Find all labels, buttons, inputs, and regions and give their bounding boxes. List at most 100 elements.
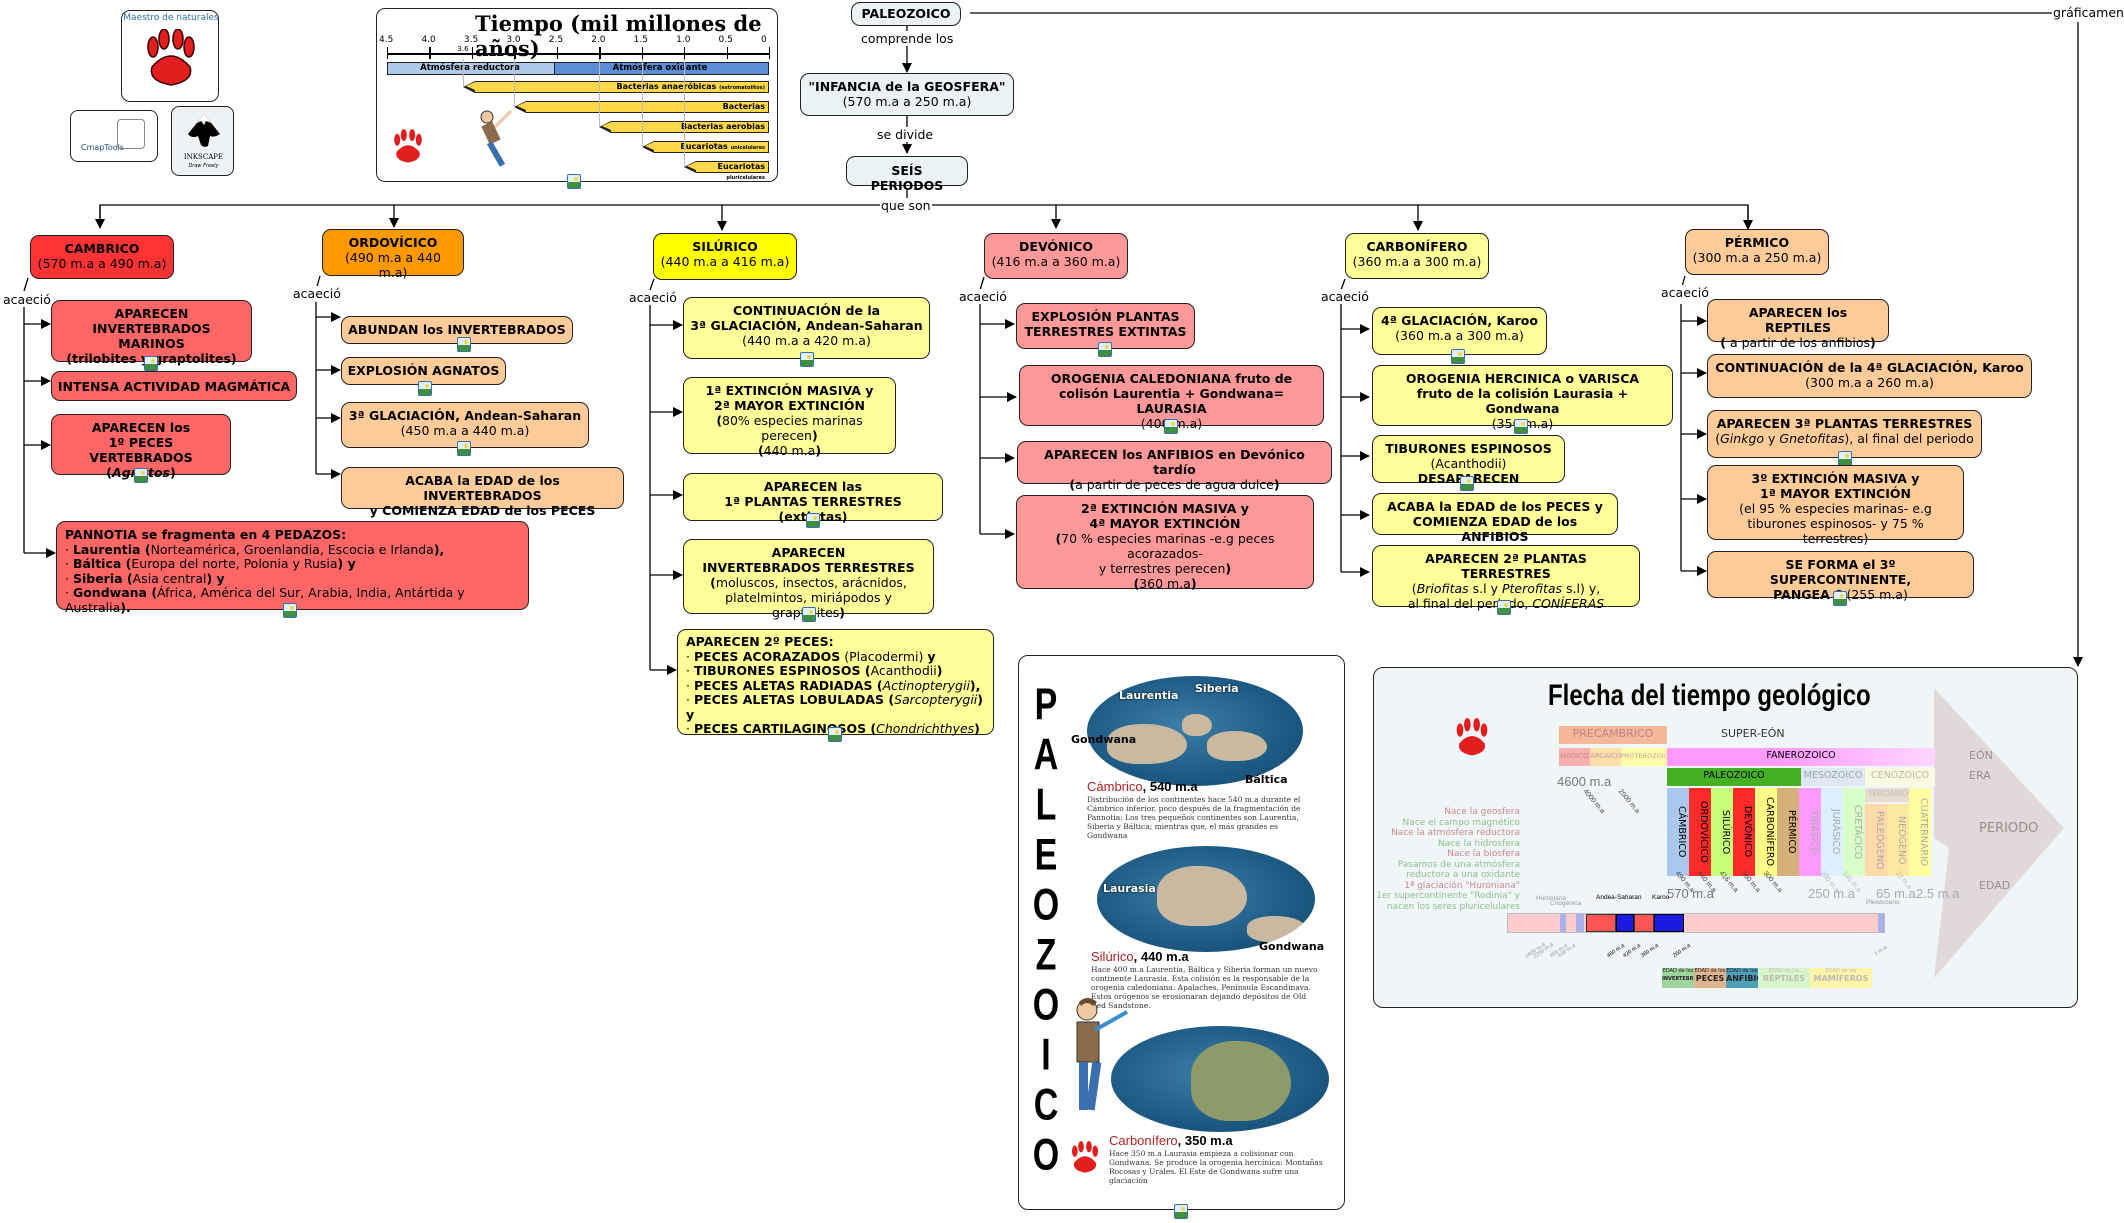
band-proterozoico: PROTEROZOICO [1621,748,1667,766]
image-resource-icon[interactable] [800,352,814,367]
image-resource-icon[interactable] [283,603,297,618]
tag-era: ERA [1969,769,1991,782]
image-resource-icon[interactable] [1460,476,1474,491]
period-node-cambrico[interactable]: CAMBRICO(570 m.a a 490 m.a) [30,235,174,279]
silurico-globe-map [1097,846,1315,952]
link-acaecio: acaeció [958,289,1008,304]
image-resource-icon[interactable] [1497,600,1511,615]
tag-eon: EÓN [1969,749,1993,762]
cmaptools-label: CmapTools [81,143,125,152]
image-resource-icon[interactable] [1098,342,1112,357]
tag-periodo: PERIODO [1979,821,2039,836]
period-node-carbonifero[interactable]: CARBONÍFERO(360 m.a a 300 m.a) [1345,233,1489,279]
event-node[interactable]: APARECEN 2ª PLANTAS TERRESTRES(Briofitas… [1372,545,1640,611]
paleozoico-node[interactable]: PALEOZOICO [851,2,961,26]
event-node[interactable]: TIBURONES ESPINOSOS(Acanthodii) DESAPARE… [1372,435,1565,486]
band-terciario: TERCIARIO [1865,788,1911,802]
event-node[interactable]: INTENSA ACTIVIDAD MAGMÁTICA [51,371,297,401]
event-node[interactable]: SE FORMA el 3º SUPERCONTINENTE,PANGEA C … [1707,551,1974,602]
event-node[interactable]: EXPLOSIÓN AGNATOS [341,357,506,385]
event-node[interactable]: 3ª GLACIACIÓN, Andean-Saharan(450 m.a a … [341,402,589,448]
geologic-event-label: Nace el campo magnético [1402,817,1520,828]
image-resource-icon[interactable] [1514,419,1528,434]
edad-big: INVERTEBRADOS [1662,976,1710,982]
glaciation-label: Pleistoceno [1866,899,1900,906]
period-node-permico[interactable]: PÉRMICO(300 m.a a 250 m.a) [1685,229,1829,275]
life-bar: Eucariotas unicelulares [641,140,769,153]
vertical-letter: L [1035,780,1057,830]
life-bar-label: Bacterias anaeróbicas [616,82,720,91]
axis-tick-label: 3.0 [506,35,521,45]
map-tag-laurasia: Laurasia [1103,882,1156,895]
vertical-letter: I [1041,1030,1051,1080]
event-node[interactable]: PANNOTIA se fragmenta en 4 PEDAZOS:· Lau… [56,521,529,614]
period-node-silurico[interactable]: SILÚRICO(440 m.a a 416 m.a) [653,233,797,280]
event-node[interactable]: 4ª GLACIACIÓN, Karoo(360 m.a a 300 m.a) [1372,307,1547,355]
period-node-ordovicico[interactable]: ORDOVÍCICO(490 m.a a 440 m.a) [322,229,464,280]
image-resource-icon[interactable] [1833,591,1847,606]
edad-big: REPTILES [1762,974,1806,983]
link-acaecio: acaeció [2,292,52,307]
image-resource-icon[interactable] [457,337,471,352]
image-resource-icon[interactable] [567,174,581,189]
event-node[interactable]: APARECEN los REPTILES( a partir de los a… [1707,299,1889,350]
edad-big: ANFIBIOS [1726,974,1769,983]
glaciation-age-label: 260 m.a [1672,942,1692,960]
age-4600: 4600 m.a [1557,774,1612,789]
age-2-5: 2.5 m.a [1916,886,1960,901]
image-resource-icon[interactable] [1164,419,1178,434]
atmosfera-reductora-bar: Atmósfera reductora [387,62,556,75]
image-resource-icon[interactable] [134,468,148,483]
vertical-letter: P [1034,680,1058,730]
seis-periodos-node[interactable]: SEÍS PERIODOS [846,156,968,193]
image-resource-icon[interactable] [144,356,158,371]
link-acaecio: acaeció [1660,285,1710,300]
image-resource-icon[interactable] [457,441,471,456]
tag-edad: EDAD [1979,879,2011,892]
period-column: PALEÓGENO [1865,804,1887,876]
event-node[interactable]: APARECEN 3ª PLANTAS TERRESTRES(Ginkgo y … [1707,410,1982,458]
image-resource-icon[interactable] [1838,451,1852,466]
image-resource-icon[interactable] [802,607,816,622]
paleozoico-label: PALEOZOICO [861,6,951,21]
life-bar: Eucariotas pluricelulares [684,160,769,181]
image-resource-icon[interactable] [418,381,432,396]
map-tag-gondwana: Gondwana [1259,940,1325,953]
life-bar-sublabel: (estromatolitos) [719,85,765,91]
event-node[interactable]: APARECEN los ANFIBIOS en Devónico tardío… [1017,441,1332,492]
caption-age: , 540 m.a [1142,779,1198,794]
guide-line [463,59,465,87]
geologic-event-label: 1ª glaciación "Huroniana" [1404,880,1520,891]
event-node[interactable]: CONTINUACIÓN de la 4ª GLACIACIÓN, Karoo(… [1707,354,2032,398]
link-acaecio: acaeció [1320,289,1370,304]
infancia-geosfera-node[interactable]: "INFANCIA de la GEOSFERA" (570 m.a a 250… [800,73,1014,116]
period-node-devonico[interactable]: DEVÓNICO(416 m.a a 360 m.a) [984,233,1128,279]
band-fanerozoico: FANEROZOICO [1667,748,1935,766]
image-resource-icon[interactable] [828,727,842,742]
geologic-event-label: Nace la atmósfera reductora [1391,828,1520,838]
event-node[interactable]: APARECEN 2º PECES:· PECES ACORAZADOS (Pl… [677,629,994,736]
inkscape-logo: INKSCAPE Draw Freely [171,106,234,176]
vertical-letter: O [1032,1130,1060,1180]
glaciation-label: Huroniana [1536,895,1566,902]
image-resource-icon[interactable] [1174,1204,1188,1219]
image-resource-icon[interactable] [1451,349,1465,364]
tag-super-eon: SUPER-EÓN [1721,727,1785,740]
image-resource-icon[interactable] [806,513,820,528]
